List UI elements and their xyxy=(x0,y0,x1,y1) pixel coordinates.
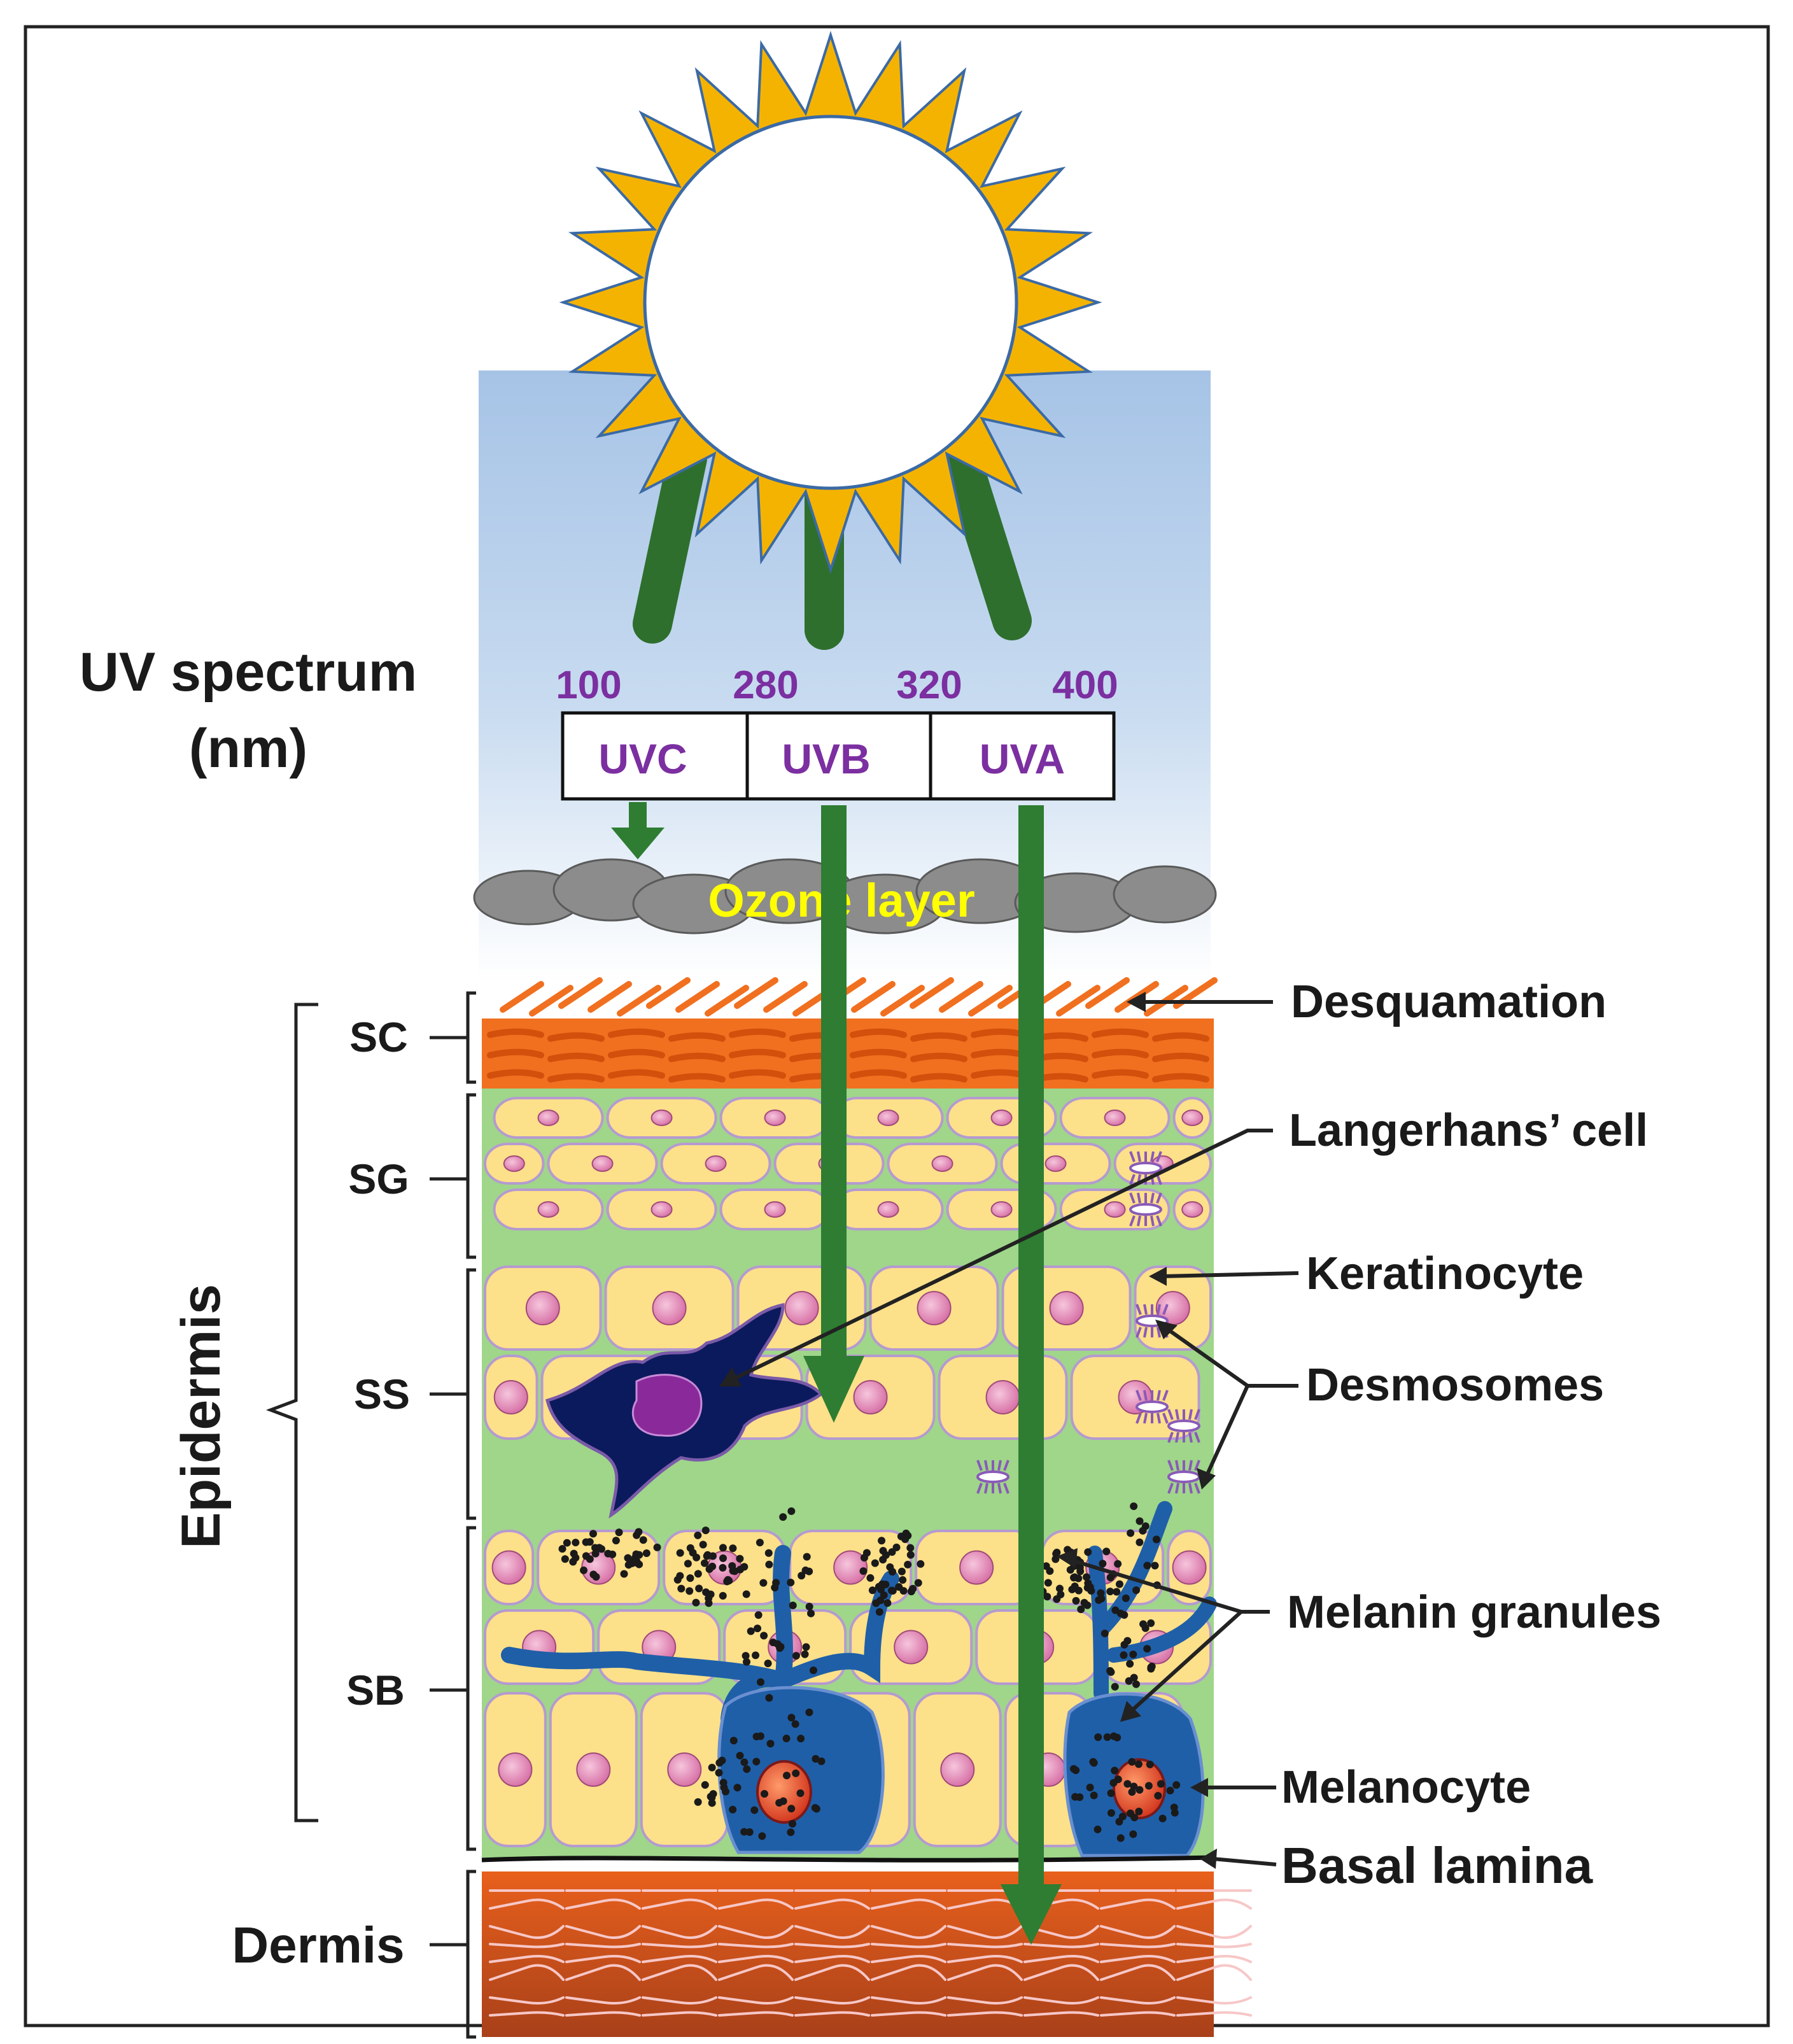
layer-ss: SS xyxy=(354,1371,410,1418)
wavelength-400: 400 xyxy=(1052,663,1118,707)
desmosome-markers xyxy=(976,1151,1200,1494)
layer-sg: SG xyxy=(348,1155,409,1202)
layer-brackets xyxy=(265,991,476,2039)
uv-band-boxes xyxy=(561,711,1116,801)
band-uvb: UVB xyxy=(782,735,870,782)
epidermis-label: Epidermis xyxy=(171,1284,232,1549)
wavelength-320: 320 xyxy=(896,663,962,707)
label-melanocyte: Melanocyte xyxy=(1281,1762,1531,1813)
dermis-label: Dermis xyxy=(232,1917,404,1973)
label-langerhans-cell: Langerhans’ cell xyxy=(1289,1105,1648,1156)
label-desmosomes: Desmosomes xyxy=(1306,1360,1604,1411)
uvb-arrow xyxy=(803,805,864,1423)
uv-spectrum-unit: (nm) xyxy=(189,718,307,779)
layer-sc: SC xyxy=(349,1013,408,1061)
label-basal-lamina: Basal lamina xyxy=(1281,1837,1593,1894)
layer-sb: SB xyxy=(346,1667,405,1714)
label-desquamation: Desquamation xyxy=(1291,976,1607,1027)
wavelength-280: 280 xyxy=(733,663,798,707)
annotation-arrowheads xyxy=(719,992,1217,1869)
basal-lamina-line xyxy=(481,1855,1214,1863)
wavelength-100: 100 xyxy=(556,663,621,707)
sun-icon xyxy=(559,31,1102,574)
band-uva: UVA xyxy=(980,735,1065,782)
annotation-pointers xyxy=(734,1000,1299,1866)
uv-spectrum-title: UV spectrum xyxy=(80,642,418,703)
uvc-arrow xyxy=(611,802,664,859)
label-keratinocyte: Keratinocyte xyxy=(1306,1248,1584,1299)
ozone-layer-cloud xyxy=(473,858,1217,934)
stratum-corneum xyxy=(482,977,1218,1089)
label-melanin-granules: Melanin granules xyxy=(1287,1587,1661,1638)
band-uvc: UVC xyxy=(598,735,687,782)
melanin-granule-dots xyxy=(558,1502,1181,1842)
uva-arrow xyxy=(1001,805,1062,1945)
dermis xyxy=(482,1871,1252,2037)
